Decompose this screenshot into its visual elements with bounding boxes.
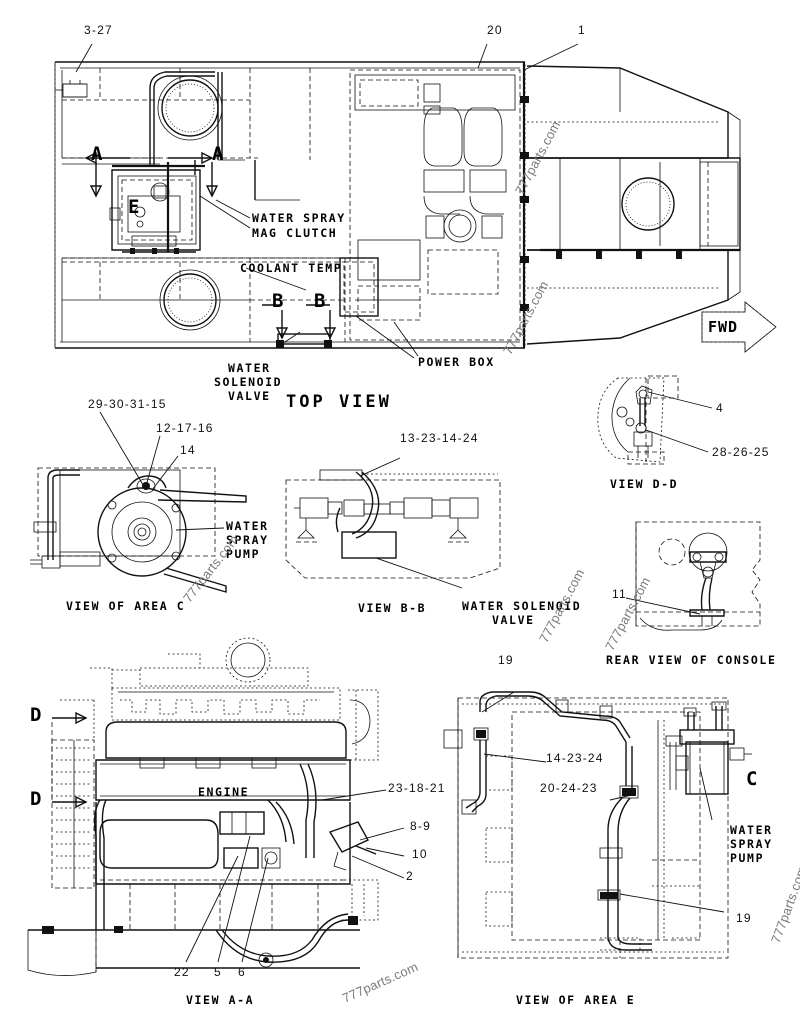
callout-13-23-14-24: 13-23-14-24: [400, 431, 479, 445]
callout-20-24-23: 20-24-23: [540, 781, 598, 795]
view-b-b-group: [285, 457, 501, 589]
callout-10: 10: [412, 847, 428, 861]
callout-6: 6: [238, 965, 246, 979]
caption-rear-view-of-console: REAR VIEW OF CONSOLE: [606, 653, 777, 667]
section-mark-e: E: [128, 196, 140, 218]
callout-12-17-16: 12-17-16: [156, 421, 214, 435]
callout-8-9: 8-9: [410, 819, 431, 833]
section-mark-a-right: A: [212, 143, 224, 165]
callout-14: 14: [180, 443, 196, 457]
label-water-spray-pump-c3: PUMP: [226, 547, 261, 561]
label-mag-clutch-line2: MAG CLUTCH: [252, 226, 338, 240]
section-mark-d-bottom: D: [30, 788, 42, 810]
label-water-spray-pump-c1: WATER: [226, 519, 269, 533]
callout-29-30-31-15: 29-30-31-15: [88, 397, 167, 411]
label-power-box: POWER BOX: [418, 355, 495, 369]
section-mark-a-left: A: [91, 143, 103, 165]
fwd-badge-label: FWD: [708, 318, 739, 336]
label-water-spray-pump-e2: SPRAY: [730, 837, 773, 851]
callout-3-27: 3-27: [84, 23, 113, 37]
label-engine: ENGINE: [198, 785, 250, 799]
caption-view-of-area-c: VIEW OF AREA C: [66, 599, 186, 613]
section-mark-b-left: B: [272, 290, 284, 312]
caption-view-of-area-e: VIEW OF AREA E: [516, 993, 636, 1007]
callout-23-18-21: 23-18-21: [388, 781, 446, 795]
callout-22: 22: [174, 965, 190, 979]
label-water-solenoid-line2: SOLENOID: [214, 375, 283, 389]
label-water-solenoid-b-line1: WATER SOLENOID: [462, 599, 582, 613]
callout-19-bottom: 19: [736, 911, 752, 925]
view-d-d-group: [597, 375, 713, 465]
callout-14-23-24: 14-23-24: [546, 751, 604, 765]
caption-top-view: TOP VIEW: [286, 392, 392, 412]
label-water-solenoid-b-line2: VALVE: [492, 613, 535, 627]
view-of-area-e-group: [443, 691, 752, 959]
label-water-spray-pump-c2: SPRAY: [226, 533, 269, 547]
label-water-spray-line1: WATER SPRAY: [252, 211, 346, 225]
callout-1: 1: [578, 23, 586, 37]
callout-19-top: 19: [498, 653, 514, 667]
callout-2: 2: [406, 869, 414, 883]
view-of-area-c-group: [30, 411, 247, 593]
caption-view-b-b: VIEW B-B: [358, 601, 427, 615]
label-coolant-temp: COOLANT TEMP: [240, 261, 343, 275]
rear-view-of-console-group: [625, 521, 761, 631]
label-water-solenoid-line3: VALVE: [228, 389, 271, 403]
label-water-spray-pump-e3: PUMP: [730, 851, 765, 865]
caption-view-a-a: VIEW A-A: [186, 993, 255, 1007]
top-view-group: [54, 43, 777, 359]
section-mark-b-right: B: [314, 290, 326, 312]
section-mark-c: C: [746, 768, 758, 790]
callout-28-26-25: 28-26-25: [712, 445, 770, 459]
label-water-spray-pump-e1: WATER: [730, 823, 773, 837]
label-water-solenoid-line1: WATER: [228, 361, 271, 375]
callout-20: 20: [487, 23, 503, 37]
callout-11: 11: [612, 587, 627, 601]
callout-4: 4: [716, 401, 724, 415]
callout-5: 5: [214, 965, 222, 979]
view-a-a-group: [27, 637, 405, 976]
caption-view-d-d: VIEW D-D: [610, 477, 679, 491]
section-mark-d-top: D: [30, 704, 42, 726]
